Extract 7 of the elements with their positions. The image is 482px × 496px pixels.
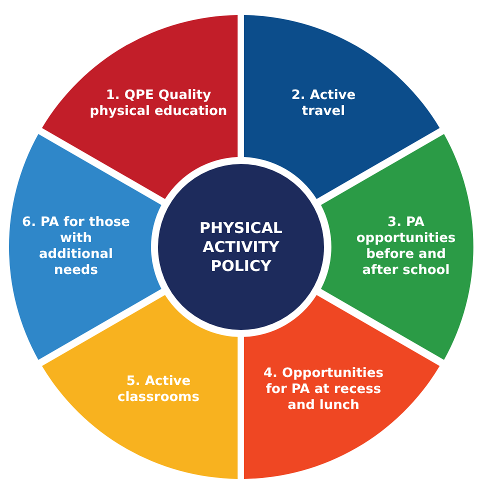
segment-label: 5. Active classrooms — [116, 374, 200, 406]
segment-label: 6. PA for those with additional needs — [21, 214, 131, 279]
segment-label: 2. Active travel — [290, 88, 357, 120]
segment-label: 1. QPE Quality physical education — [88, 88, 228, 120]
segment-label: 4. Opportunities for PA at recess and lunch — [262, 366, 384, 414]
segment-label: 3. PA opportunities before and after school — [355, 214, 457, 279]
center-label: PHYSICAL ACTIVITY POLICY — [198, 218, 284, 276]
